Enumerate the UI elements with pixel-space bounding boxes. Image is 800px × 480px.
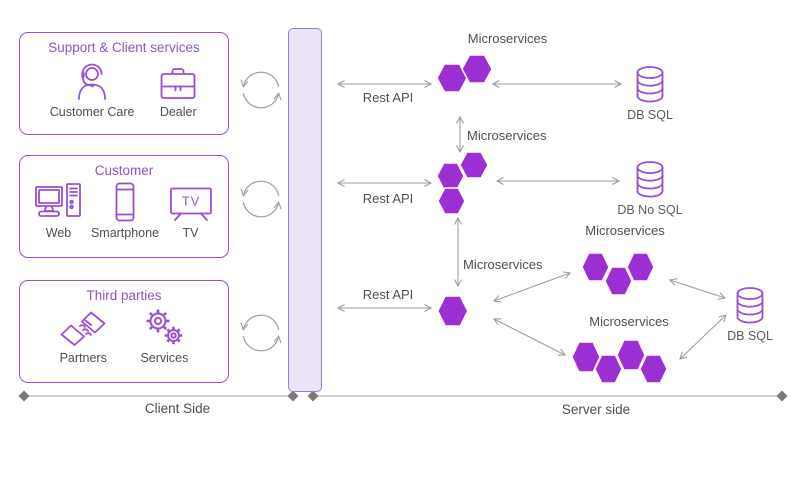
sync-arrows-icon (240, 71, 282, 109)
microservices-single-hexagon (437, 295, 469, 327)
database-icon (636, 66, 664, 103)
item-label: Customer Care (49, 105, 135, 119)
client-item-partners: Partners (60, 311, 107, 365)
arrow-right-bottom-cluster-dbsql (679, 314, 727, 360)
rest-api-label-mid: Rest API (362, 191, 414, 206)
microservices-label-right-top: Microservices (585, 223, 665, 238)
group-title: Third parties (86, 288, 162, 303)
database-icon (736, 287, 764, 324)
axis-diamond (776, 390, 788, 402)
hexagon (436, 162, 465, 190)
hexagon (626, 252, 655, 282)
database-db-sql-top: DB SQL (612, 65, 688, 122)
item-label: Web (45, 226, 72, 240)
tv-icon-text: TV (181, 194, 200, 209)
smartphone-icon (115, 182, 135, 222)
arrow-right-top-cluster-dbsql (668, 278, 727, 300)
database-label: DB No SQL (617, 203, 683, 217)
hexagon (604, 266, 633, 296)
sync-arrows-icon (240, 314, 282, 352)
hexagon (436, 63, 468, 93)
item-label: Dealer (159, 105, 197, 119)
gears-icon (146, 309, 183, 345)
hexagon (639, 354, 668, 384)
client-group-third-parties: Third parties Partners (19, 280, 229, 383)
client-item-web: Web (34, 182, 82, 240)
group-title: Customer (94, 163, 154, 178)
group-title: Support & Client services (48, 40, 200, 55)
axis-diamond (18, 390, 30, 402)
api-gateway-bar (288, 28, 322, 392)
client-group-customer: Customer Web (19, 155, 229, 258)
client-item-services: Services (140, 307, 188, 365)
sync-arrows-icon (240, 180, 282, 218)
item-label: Partners (59, 351, 107, 365)
microservices-cluster-right-top (581, 252, 655, 296)
hexagon (616, 339, 646, 371)
hexagon (461, 54, 493, 84)
hexagon (437, 187, 466, 215)
client-side-axis-label: Client Side (144, 401, 211, 416)
item-label: Services (140, 351, 189, 365)
item-label: TV (182, 226, 199, 240)
axis-diamond (307, 390, 319, 402)
client-item-smartphone: Smartphone (91, 182, 159, 240)
desktop-computer-icon (35, 183, 82, 217)
handshake-icon (60, 311, 106, 346)
database-db-sql-right: DB SQL (712, 286, 788, 343)
client-item-tv: TV TV (168, 186, 214, 240)
tv-icon: TV (169, 187, 212, 221)
microservices-label-right-bottom: Microservices (589, 314, 669, 329)
rest-api-label-top: Rest API (362, 90, 414, 105)
hexagon (437, 295, 469, 327)
client-item-dealer: Dealer (158, 63, 198, 119)
hexagon (571, 341, 601, 373)
arrow-bottom-to-right-top-cluster (492, 271, 572, 303)
database-db-no-sql: DB No SQL (612, 160, 688, 217)
microservices-cluster-mid (436, 151, 489, 215)
microservices-cluster-right-bottom (571, 339, 668, 384)
briefcase-icon (160, 68, 196, 99)
item-label: Smartphone (90, 226, 160, 240)
microservices-label-mid: Microservices (467, 128, 547, 143)
database-label: DB SQL (727, 329, 773, 343)
customer-care-icon (78, 63, 107, 100)
hexagon (594, 354, 623, 384)
arrow-bottom-to-right-bottom-cluster (492, 318, 567, 356)
microservices-label-top: Microservices (467, 31, 548, 46)
hexagon (459, 151, 489, 179)
client-item-customer-care: Customer Care (50, 59, 135, 119)
hexagon (581, 252, 610, 282)
client-group-support-services: Support & Client services Customer Care (19, 32, 229, 135)
database-label: DB SQL (627, 108, 673, 122)
microservices-label-bottom: Microservices (463, 257, 543, 272)
server-side-axis-label: Server side (561, 402, 631, 417)
database-icon (636, 161, 664, 198)
rest-api-label-bottom: Rest API (362, 287, 414, 302)
axis-diamond (287, 390, 299, 402)
microservices-cluster-top (436, 54, 493, 93)
